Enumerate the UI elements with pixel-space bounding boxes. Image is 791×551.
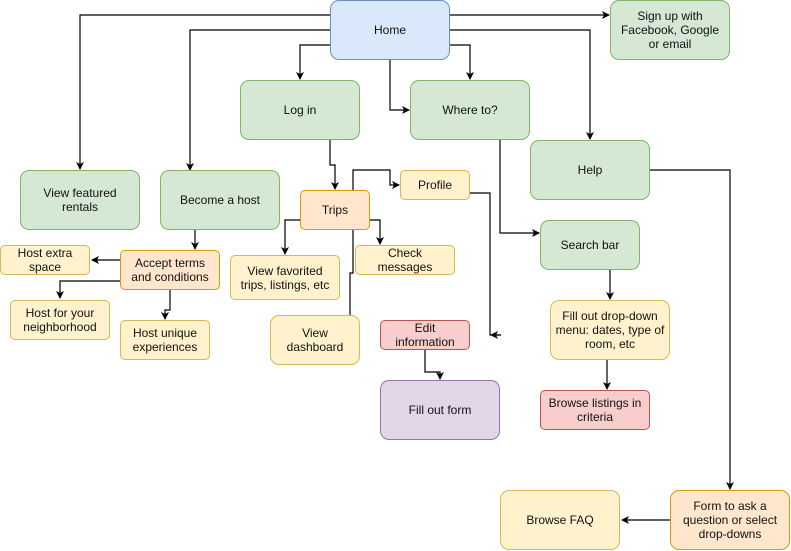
- node-label: Fill out drop-down menu: dates, type of …: [555, 309, 665, 351]
- node-label: Host for your neighborhood: [23, 306, 97, 334]
- node-become-host[interactable]: Become a host: [160, 170, 280, 230]
- node-accept-terms[interactable]: Accept terms and conditions: [120, 250, 220, 290]
- node-label: Log in: [283, 103, 317, 117]
- node-favorited[interactable]: View favorited trips, listings, etc: [230, 255, 340, 300]
- node-label: Fill out form: [408, 403, 472, 417]
- node-label: Profile: [417, 178, 452, 192]
- node-host-neighborhood[interactable]: Host for your neighborhood: [10, 300, 110, 340]
- node-check-messages[interactable]: Check messages: [355, 245, 455, 275]
- edge-home-featured: [76, 14, 330, 170]
- edge-help-askform: [650, 169, 734, 490]
- node-dashboard[interactable]: View dashboard: [270, 315, 360, 365]
- node-where-to[interactable]: Where to?: [410, 80, 530, 140]
- node-label: Host extra space: [17, 246, 73, 274]
- node-label: Check messages: [377, 246, 433, 274]
- node-label: Host unique experiences: [132, 326, 198, 354]
- edge-trips-profile: [352, 169, 400, 190]
- node-host-extra-space[interactable]: Host extra space: [0, 245, 90, 275]
- edge-login-trips: [329, 140, 339, 190]
- node-label: Trips: [321, 203, 349, 217]
- node-featured-rentals[interactable]: View featured rentals: [20, 170, 140, 230]
- node-label: Edit information: [395, 321, 455, 349]
- node-label: Search bar: [560, 238, 620, 252]
- node-label: Form to ask a question or select drop-do…: [682, 499, 778, 541]
- node-ask-form[interactable]: Form to ask a question or select drop-do…: [670, 490, 790, 550]
- edge-home-become-host: [186, 29, 330, 171]
- edge-profile-edit: [470, 192, 501, 336]
- edge-accept-unique: [161, 290, 171, 320]
- node-label: View favorited trips, listings, etc: [240, 263, 330, 292]
- edge-home-where-to: [389, 60, 410, 114]
- node-label: Help: [577, 163, 603, 177]
- node-trips[interactable]: Trips: [300, 190, 370, 230]
- node-label: Browse FAQ: [526, 513, 594, 527]
- node-browse-faq[interactable]: Browse FAQ: [500, 490, 620, 550]
- node-search-bar[interactable]: Search bar: [540, 220, 640, 270]
- node-profile[interactable]: Profile: [400, 170, 470, 200]
- node-label: View featured rentals: [43, 186, 117, 214]
- node-dropdown-menu[interactable]: Fill out drop-down menu: dates, type of …: [550, 300, 670, 360]
- node-label: Sign up with Facebook, Google or email: [620, 9, 720, 51]
- edge-trips-messages: [370, 219, 384, 245]
- node-help[interactable]: Help: [530, 140, 650, 200]
- edge-trips-dashboard: [349, 230, 354, 315]
- edge-trips-favorited: [281, 219, 300, 255]
- edge-where-search: [499, 140, 540, 237]
- node-host-unique[interactable]: Host unique experiences: [120, 320, 210, 360]
- node-label: Home: [373, 23, 406, 37]
- node-label: Become a host: [179, 193, 261, 207]
- node-signup[interactable]: Sign up with Facebook, Google or email: [610, 0, 730, 60]
- node-browse-listings[interactable]: Browse listings in criteria: [540, 390, 650, 430]
- node-label: View dashboard: [286, 326, 344, 354]
- node-label: Where to?: [442, 103, 498, 117]
- node-fill-out-form[interactable]: Fill out form: [380, 380, 500, 440]
- node-login[interactable]: Log in: [240, 80, 360, 140]
- node-edit-information[interactable]: Edit information: [380, 320, 470, 350]
- node-label: Accept terms and conditions: [131, 256, 209, 284]
- edge-home-help: [450, 29, 594, 140]
- edge-home-where-to-2: [450, 44, 474, 80]
- edge-home-login: [296, 44, 330, 80]
- node-label: Browse listings in criteria: [548, 396, 642, 424]
- edge-edit-fillform: [424, 350, 444, 380]
- edge-accept-neighborhood: [56, 280, 120, 299]
- node-home[interactable]: Home: [330, 0, 450, 60]
